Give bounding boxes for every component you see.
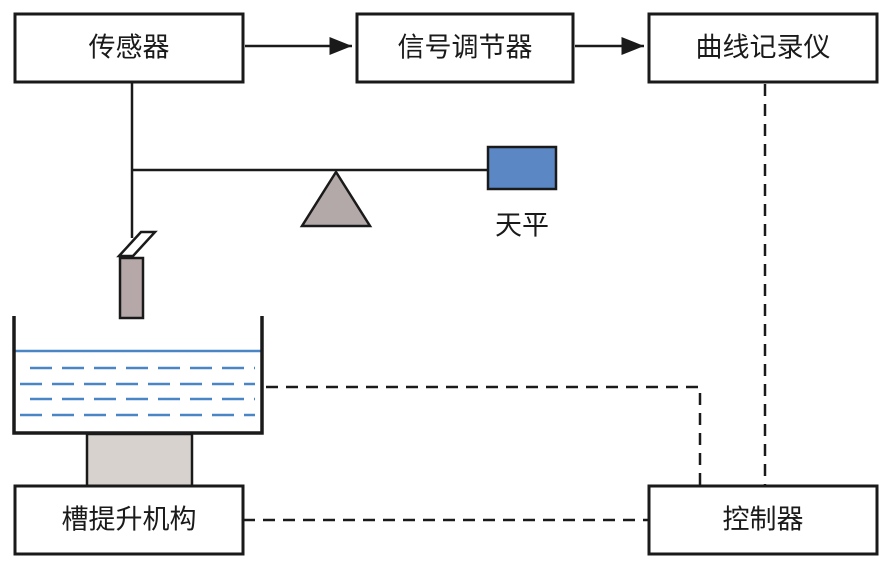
fulcrum-icon	[299, 169, 373, 228]
tank-lift-label: 槽提升机构	[62, 505, 197, 536]
sample-plate-icon	[118, 256, 145, 320]
signal-conditioner-box: 信号调节器	[355, 12, 575, 84]
curve-recorder-box: 曲线记录仪	[647, 12, 879, 84]
tank-lift-box: 槽提升机构	[13, 484, 245, 556]
sample-clip-icon	[116, 230, 158, 258]
controller-box: 控制器	[647, 484, 879, 556]
controller-label: 控制器	[723, 505, 804, 536]
signal-conditioner-label: 信号调节器	[398, 33, 533, 64]
counterweight-icon	[486, 145, 558, 191]
curve-recorder-label: 曲线记录仪	[696, 33, 831, 64]
sensor-label: 传感器	[89, 33, 170, 64]
sensor-box: 传感器	[13, 12, 245, 84]
balance-label: 天平	[495, 211, 549, 242]
dashed-tank-to-controller	[266, 385, 702, 486]
liquid-tank	[12, 316, 264, 435]
lift-platform-icon	[85, 432, 194, 488]
